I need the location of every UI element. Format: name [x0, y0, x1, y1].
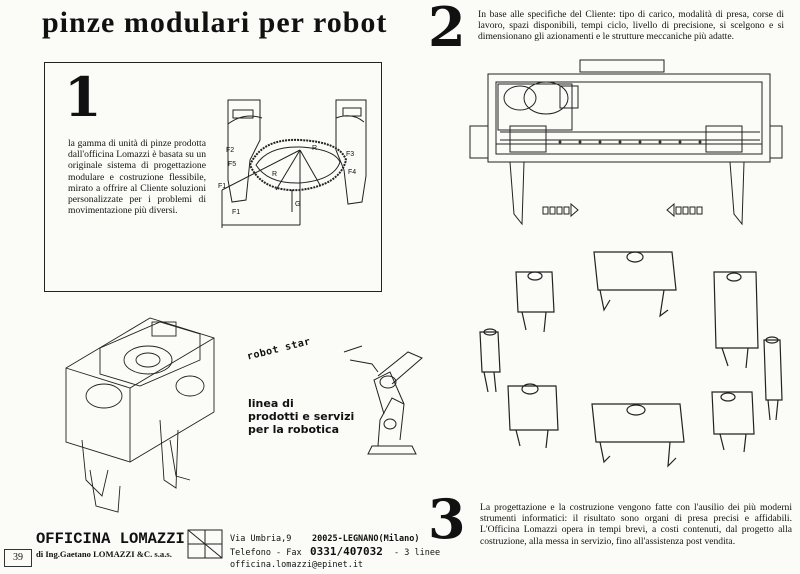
section-3-text: La progettazione e la costruzione vengon…: [480, 502, 792, 547]
company-city: 20025-LEGNANO(Milano): [312, 534, 420, 544]
logo-grid: [187, 529, 223, 559]
label-r-left: R: [272, 171, 277, 178]
label-f4: F4: [348, 169, 356, 176]
motion-arrows: [542, 202, 703, 218]
phone-label: Telefono - Fax: [230, 548, 302, 558]
label-f1-lower: F1: [232, 209, 240, 216]
company-street: Via Umbria,9: [230, 534, 292, 544]
phone-lines: - 3 linee: [394, 548, 441, 558]
page-title: pinze modulari per robot: [42, 6, 388, 39]
label-r-right: R: [312, 145, 317, 152]
tagline-line-3: per la robotica: [248, 423, 339, 436]
tagline-line-1: linea di: [248, 397, 294, 410]
phone-number: 0331/407032: [310, 545, 383, 558]
label-f2: F2: [226, 147, 234, 154]
gripper-assembly-drawing: [469, 59, 783, 226]
isometric-gripper-drawing: [65, 317, 215, 513]
company-name: OFFICINA LOMAZZI: [36, 530, 185, 548]
section-3-number: 3: [428, 487, 466, 551]
label-g: G: [295, 201, 300, 208]
section-1-text: la gamma di unità di pinze prodotta dall…: [68, 138, 206, 217]
label-f1: F1: [218, 183, 226, 190]
label-f5: F5: [228, 161, 236, 168]
section-2-text: In base alle specifiche del Cliente: tip…: [478, 9, 784, 43]
section-2-number: 2: [428, 0, 466, 59]
modular-units: [479, 251, 783, 468]
label-f3: F3: [346, 151, 354, 158]
section-1-box: [44, 62, 382, 292]
company-email: officina.lomazzi@epinet.it: [230, 560, 364, 570]
gripper-force-diagram: [221, 99, 367, 228]
robot-sketch: [343, 345, 423, 455]
page-number: 39: [4, 549, 32, 567]
company-owner: di Ing.Gaetano LOMAZZI &C. s.a.s.: [36, 549, 172, 559]
tagline-line-2: prodotti e servizi: [248, 410, 355, 423]
tagline: linea di prodotti e servizi per la robot…: [248, 397, 354, 436]
section-1-number: 1: [64, 65, 102, 129]
